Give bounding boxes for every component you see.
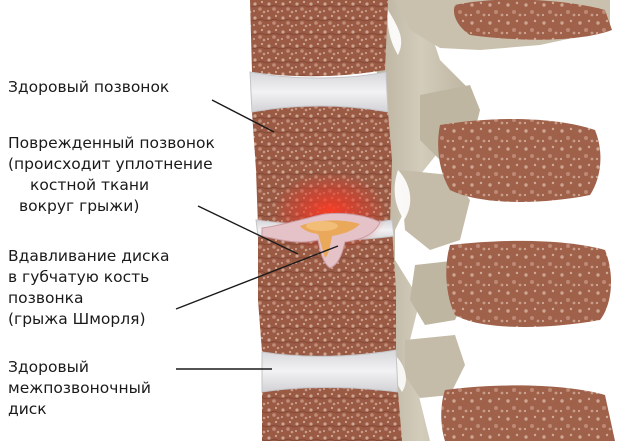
label-line: костной ткани [30, 176, 150, 194]
lower-vertebra [262, 387, 402, 441]
upper-disc [249, 71, 389, 113]
leader-line-schmorl [175, 245, 339, 310]
label-healthy-disc: Здоровый межпозвоночный диск [8, 357, 151, 420]
label-line: (грыжа Шморля) [8, 310, 146, 328]
leader-line-damaged-vertebra [197, 205, 299, 255]
schmorl-hernia [261, 172, 388, 269]
transverse-processes [438, 0, 615, 441]
upper-vertebra [250, 0, 388, 77]
label-line: в губчатую кость [8, 268, 150, 286]
label-line: вокруг грыжи) [19, 197, 140, 215]
label-damaged-vertebra: Поврежденный позвонок (происходит уплотн… [8, 133, 215, 217]
leader-line-healthy-vertebra [211, 99, 275, 133]
label-line: Здоровый позвонок [8, 78, 170, 96]
label-healthy-vertebra: Здоровый позвонок [8, 77, 169, 98]
healthy-disc [261, 349, 399, 393]
label-line: межпозвоночный [8, 379, 151, 397]
label-line: (происходит уплотнение [8, 155, 213, 173]
label-line: диск [8, 400, 47, 418]
leader-lines [175, 99, 339, 370]
posterior-processes [372, 0, 610, 441]
label-line: Поврежденный позвонок [8, 134, 215, 152]
label-line: позвонка [8, 289, 84, 307]
damaged-vertebra [258, 228, 396, 357]
label-line: Вдавливание диска [8, 247, 170, 265]
label-line: Здоровый [8, 358, 89, 376]
label-schmorl-hernia: Вдавливание диска в губчатую кость позво… [8, 246, 169, 330]
